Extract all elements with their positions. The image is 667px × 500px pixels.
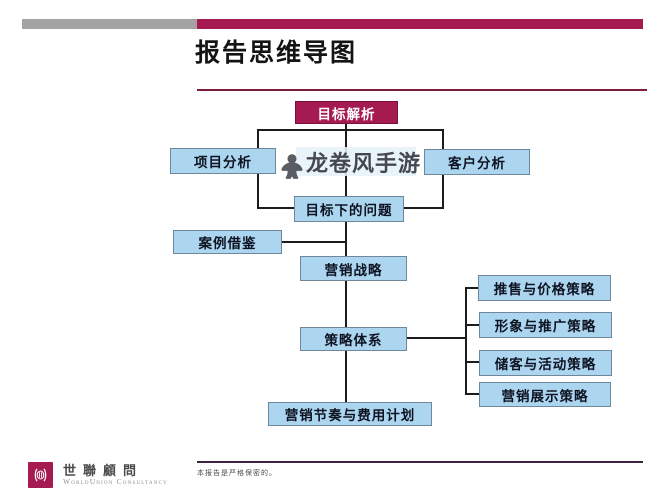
connector-to-project bbox=[257, 129, 259, 149]
watermark-background bbox=[296, 147, 416, 176]
node-system-label: 策略体系 bbox=[324, 333, 383, 348]
node-tactic-promo-label: 形象与推广策略 bbox=[494, 319, 597, 334]
connector-system-to-plan bbox=[345, 351, 347, 402]
node-tactic-display-label: 营销展示策略 bbox=[501, 388, 589, 404]
node-problem-label: 目标下的问题 bbox=[305, 203, 393, 218]
connector-stub-promo bbox=[465, 324, 480, 326]
header-bar-gray bbox=[22, 19, 197, 29]
node-tactic-activity-label: 储客与活动策略 bbox=[494, 357, 597, 372]
node-tactic-price-label: 推售与价格策略 bbox=[493, 282, 596, 297]
connector-stub-price bbox=[465, 287, 480, 289]
connector-case-to-trunk bbox=[282, 241, 346, 243]
connector-top-bracket bbox=[257, 129, 444, 131]
node-tactic-price: 推售与价格策略 bbox=[478, 275, 611, 301]
logo-glyph-icon bbox=[34, 468, 47, 482]
node-tactic-promo: 形象与推广策略 bbox=[479, 312, 612, 338]
meeple-icon bbox=[281, 154, 303, 179]
connector-project-down bbox=[257, 174, 259, 209]
worldunion-logo-icon bbox=[28, 462, 53, 488]
node-tactic-display: 营销展示策略 bbox=[479, 382, 611, 407]
node-strategy-label: 营销战略 bbox=[324, 262, 383, 278]
connector-customer-down bbox=[442, 174, 444, 209]
node-case-ref-label: 案例借鉴 bbox=[198, 236, 257, 251]
header-bar-maroon bbox=[197, 19, 643, 29]
node-plan-label: 营销节奏与费用计划 bbox=[284, 408, 416, 423]
connector-system-to-bracket bbox=[407, 337, 466, 339]
page-title: 报告思维导图 bbox=[195, 39, 358, 67]
connector-to-customer bbox=[442, 129, 444, 149]
title-underline bbox=[197, 89, 647, 91]
node-customer: 客户分析 bbox=[424, 149, 530, 175]
node-goal: 目标解析 bbox=[295, 101, 398, 124]
connector-project-to-problem bbox=[257, 207, 295, 209]
confidential-note: 本报告是严格保密的。 bbox=[197, 470, 277, 477]
connector-stub-display bbox=[465, 393, 480, 395]
footer-divider bbox=[197, 461, 643, 463]
connector-strategy-to-system bbox=[345, 280, 347, 327]
connector-stub-activity bbox=[465, 361, 480, 363]
node-goal-label: 目标解析 bbox=[317, 106, 376, 122]
connector-problem-to-strategy bbox=[345, 222, 347, 256]
connector-right-bracket bbox=[465, 287, 467, 395]
node-project: 项目分析 bbox=[170, 148, 276, 174]
node-strategy: 营销战略 bbox=[300, 256, 407, 281]
watermark: 龙卷风手游 bbox=[278, 144, 421, 180]
node-tactic-activity: 储客与活动策略 bbox=[479, 350, 612, 376]
connector-customer-to-problem bbox=[404, 207, 444, 209]
logo-chinese-name: 世聯顧問 bbox=[63, 463, 144, 478]
node-system: 策略体系 bbox=[300, 327, 407, 351]
watermark-text: 龙卷风手游 bbox=[306, 151, 422, 176]
logo-english-name: WorldUnion Consultancy bbox=[63, 477, 168, 486]
node-project-label: 项目分析 bbox=[194, 155, 252, 170]
connector-goal-to-problem bbox=[345, 124, 347, 197]
node-problem: 目标下的问题 bbox=[294, 196, 404, 222]
node-case-ref: 案例借鉴 bbox=[173, 230, 282, 254]
node-customer-label: 客户分析 bbox=[448, 156, 506, 171]
node-plan: 营销节奏与费用计划 bbox=[268, 402, 432, 426]
